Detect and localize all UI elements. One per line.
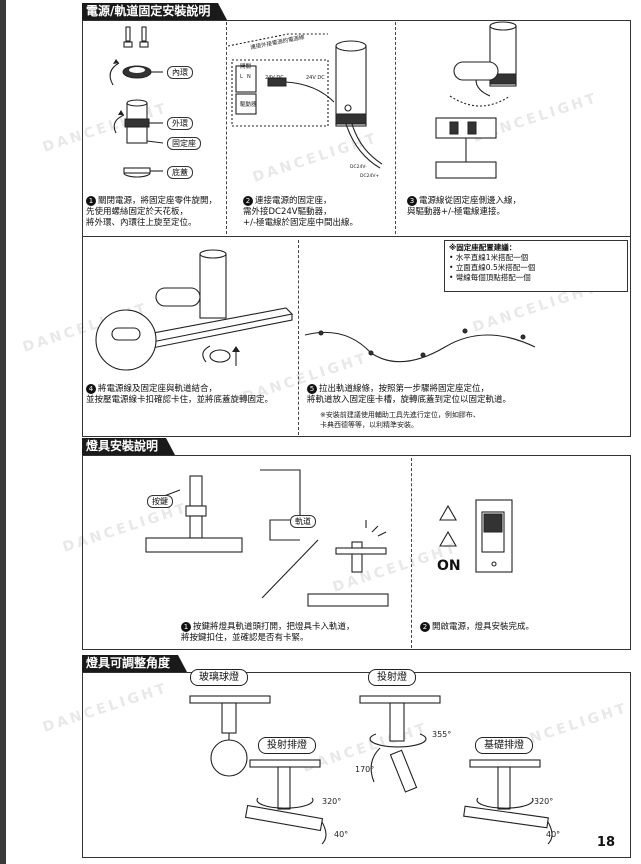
dc-label: 24V DC xyxy=(265,75,284,81)
angle-40-spot-bar: 40° xyxy=(334,830,349,839)
label-inner-ring: 內環 xyxy=(167,66,193,79)
label-basic-bar: 基礎排燈 xyxy=(475,737,533,754)
label-spot-bar: 投射排燈 xyxy=(258,737,316,754)
divider xyxy=(298,240,299,435)
driver-label: 驅動器 xyxy=(240,102,257,108)
section-title-lamp: 燈具安裝說明 xyxy=(82,438,176,455)
wire-pos-label: DC24V+ xyxy=(360,174,380,179)
angle-170: 170° xyxy=(355,765,375,774)
label-fixing-seat: 固定座 xyxy=(167,137,201,150)
config-box: ※固定座配置建議： • 水平直線1米搭配一個 • 立面直線0.5米搭配一個 • … xyxy=(444,240,628,292)
section-title-angle: 燈具可調整角度 xyxy=(82,655,188,672)
label-base-cover: 底蓋 xyxy=(167,166,193,179)
label-button: 按鍵 xyxy=(147,495,173,508)
curved-track-diagram xyxy=(304,328,536,363)
adjustable-angle-diagrams xyxy=(189,695,553,845)
label-outer-ring: 外環 xyxy=(167,117,193,130)
angle-40-basic-bar: 40° xyxy=(546,830,561,839)
side-wire-diagram xyxy=(435,21,517,179)
neutral-label: N xyxy=(247,74,251,80)
mount-divider xyxy=(82,236,631,237)
divider xyxy=(411,458,412,648)
power-switch-diagram xyxy=(439,499,513,573)
section-title-mount: 電源/軌道固定安裝說明 xyxy=(82,3,228,20)
track-assembly-diagram xyxy=(95,249,294,371)
page-number: 18 xyxy=(596,835,615,850)
power-seat-diagram xyxy=(227,33,383,169)
mount-note: ※安裝前建議使用輔助工具先進行定位，例如膠布、 卡典西德等等，以利精準安裝。 xyxy=(320,411,480,429)
angle-355: 355° xyxy=(432,730,452,739)
mount-panel xyxy=(82,20,631,437)
page-edge-bar xyxy=(0,0,6,864)
lamp-insert-diagram xyxy=(145,469,389,607)
divider xyxy=(226,22,227,234)
label-spot-lamp: 投射燈 xyxy=(368,669,416,686)
angle-320-spot-bar: 320° xyxy=(322,797,342,806)
mounting-parts-diagram xyxy=(109,26,164,178)
label-glass-lamp: 玻璃球燈 xyxy=(190,669,248,686)
label-track: 軌道 xyxy=(290,515,316,528)
live-label: L xyxy=(240,74,243,80)
wire-neg-label: DC24V- xyxy=(350,165,367,170)
config-item: • 水平直線1米搭配一個 xyxy=(449,253,529,262)
config-title: ※固定座配置建議： xyxy=(449,243,517,252)
on-label: ON xyxy=(437,558,461,574)
angle-panel xyxy=(82,672,631,858)
dc-label-2: 24V DC xyxy=(306,75,325,81)
config-item: • 彎線每個頂點搭配一個 xyxy=(449,273,531,282)
angle-320-basic-bar: 320° xyxy=(534,797,554,806)
divider xyxy=(395,22,396,234)
switch-label: 開關 xyxy=(240,64,252,70)
lamp-panel xyxy=(82,455,631,650)
config-item: • 立面直線0.5米搭配一個 xyxy=(449,263,536,272)
